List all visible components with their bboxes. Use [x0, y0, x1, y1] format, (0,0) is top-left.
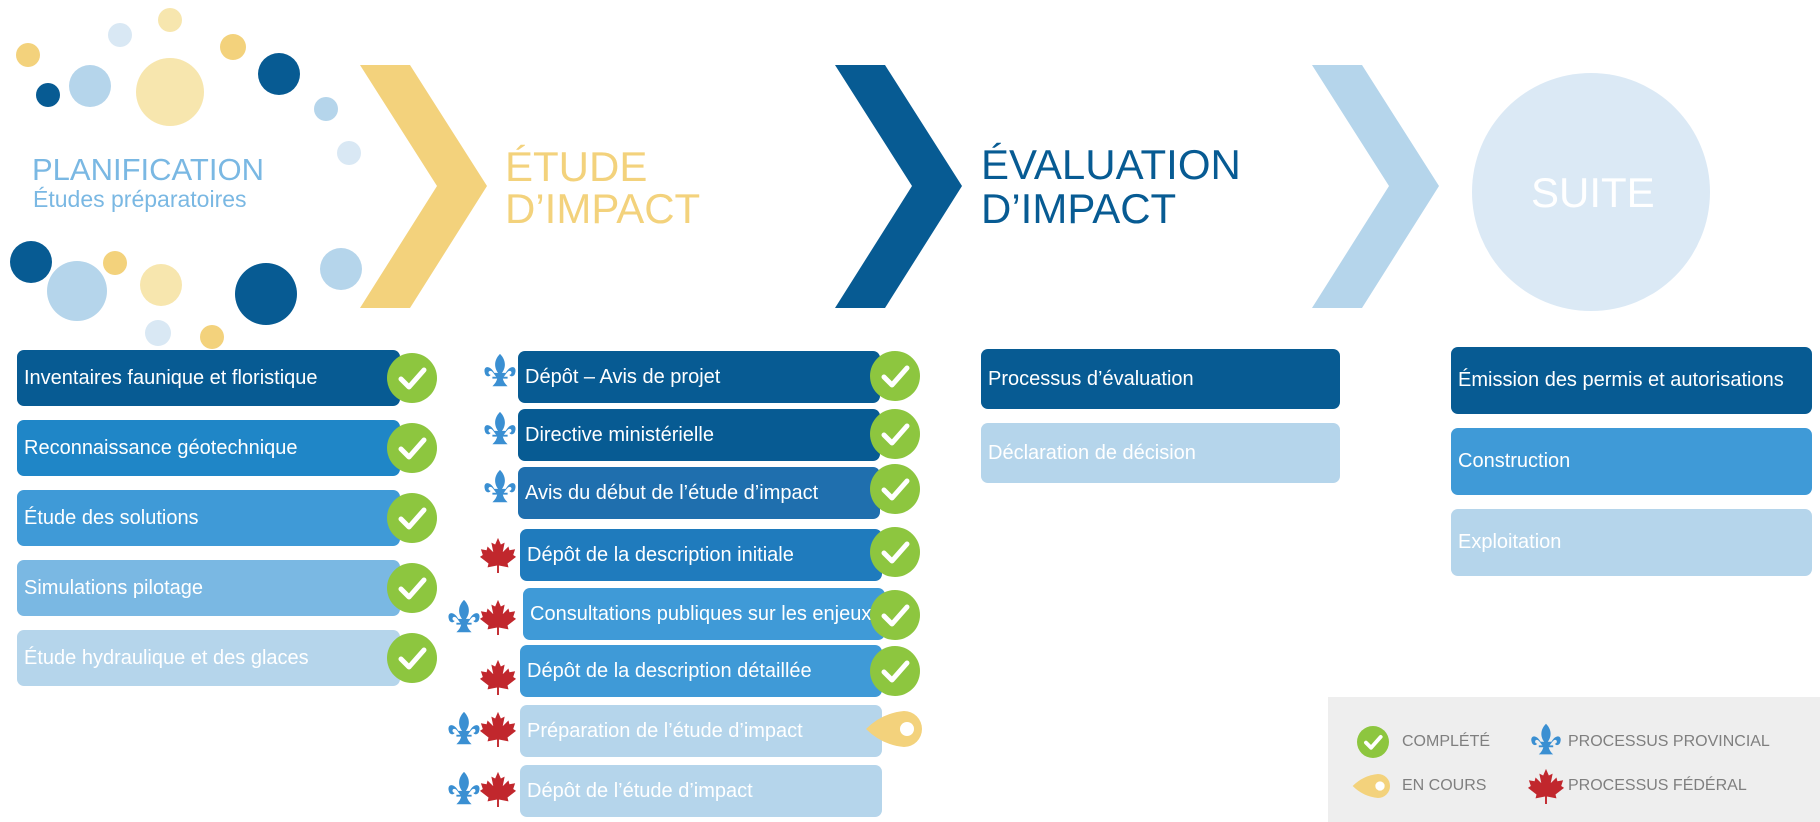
check-icon: [387, 563, 437, 613]
check-icon: [870, 527, 920, 577]
study-title-line1: ÉTUDE: [505, 143, 648, 190]
study-step: Dépôt de la description détaillée: [520, 645, 882, 697]
maple-leaf-icon: [479, 659, 517, 696]
planning-step: Étude hydraulique et des glaces: [17, 630, 400, 686]
chevron-navy: [835, 65, 962, 308]
fleur-de-lis-icon: [448, 599, 480, 633]
study-step: Consultations publiques sur les enjeux: [523, 588, 885, 640]
suite-title: SUITE: [1531, 169, 1655, 216]
study-step: Préparation de l’étude d’impact: [520, 705, 882, 757]
planning-subtitle: Études préparatoires: [33, 186, 247, 212]
check-icon: [870, 590, 920, 640]
planning-step: Simulations pilotage: [17, 560, 400, 616]
study-step: Dépôt de la description initiale: [520, 529, 882, 581]
next-step: Émission des permis et autorisations: [1451, 347, 1812, 414]
study-step: Dépôt de l’étude d’impact: [520, 765, 882, 817]
check-icon: [870, 351, 920, 401]
study-step: Dépôt – Avis de projet: [518, 351, 880, 403]
evaluation-title-line2: D’IMPACT: [981, 185, 1177, 232]
planning-step: Étude des solutions: [17, 490, 400, 546]
fleur-de-lis-icon: [484, 469, 516, 503]
evaluation-step: Déclaration de décision: [981, 423, 1340, 483]
check-icon: [387, 423, 437, 473]
legend-in-progress-label: EN COURS: [1402, 777, 1487, 794]
maple-leaf-icon: [479, 599, 517, 636]
check-icon: [870, 409, 920, 459]
legend-provincial-label: PROCESSUS PROVINCIAL: [1568, 733, 1770, 750]
planning-step: Inventaires faunique et floristique: [17, 350, 400, 406]
location-marker-icon: [866, 711, 922, 747]
study-step: Directive ministérielle: [518, 409, 880, 461]
legend-complete-label: COMPLÉTÉ: [1402, 733, 1491, 750]
next-step: Construction: [1451, 428, 1812, 495]
fleur-de-lis-icon: [484, 353, 516, 387]
maple-leaf-icon: [479, 537, 517, 574]
fleur-de-lis-icon: [448, 771, 480, 805]
study-step: Avis du début de l’étude d’impact: [518, 467, 880, 519]
check-icon: [387, 493, 437, 543]
check-icon: [870, 464, 920, 514]
check-icon: [387, 633, 437, 683]
study-title-line2: D’IMPACT: [505, 185, 701, 232]
fleur-de-lis-icon: [484, 411, 516, 445]
suite-circle: [1472, 73, 1710, 311]
maple-leaf-icon: [1527, 768, 1565, 805]
maple-leaf-icon: [479, 771, 517, 808]
evaluation-title-line1: ÉVALUATION: [981, 141, 1241, 188]
next-step: Exploitation: [1451, 509, 1812, 576]
legend: [1328, 697, 1820, 822]
location-marker-icon: [1352, 774, 1390, 798]
check-icon: [1357, 726, 1389, 758]
fleur-de-lis-icon: [448, 711, 480, 745]
planning-title: PLANIFICATION: [32, 152, 264, 187]
evaluation-step: Processus d’évaluation: [981, 349, 1340, 409]
check-icon: [387, 353, 437, 403]
chevron-gold: [360, 65, 487, 308]
bubble-cluster-bottom: [10, 241, 362, 349]
fleur-de-lis-icon: [1531, 723, 1561, 755]
check-icon: [870, 646, 920, 696]
legend-federal-label: PROCESSUS FÉDÉRAL: [1568, 777, 1747, 794]
maple-leaf-icon: [479, 711, 517, 748]
chevron-light: [1312, 65, 1439, 308]
bubble-cluster-top: [16, 8, 361, 165]
planning-step: Reconnaissance géotechnique: [17, 420, 400, 476]
